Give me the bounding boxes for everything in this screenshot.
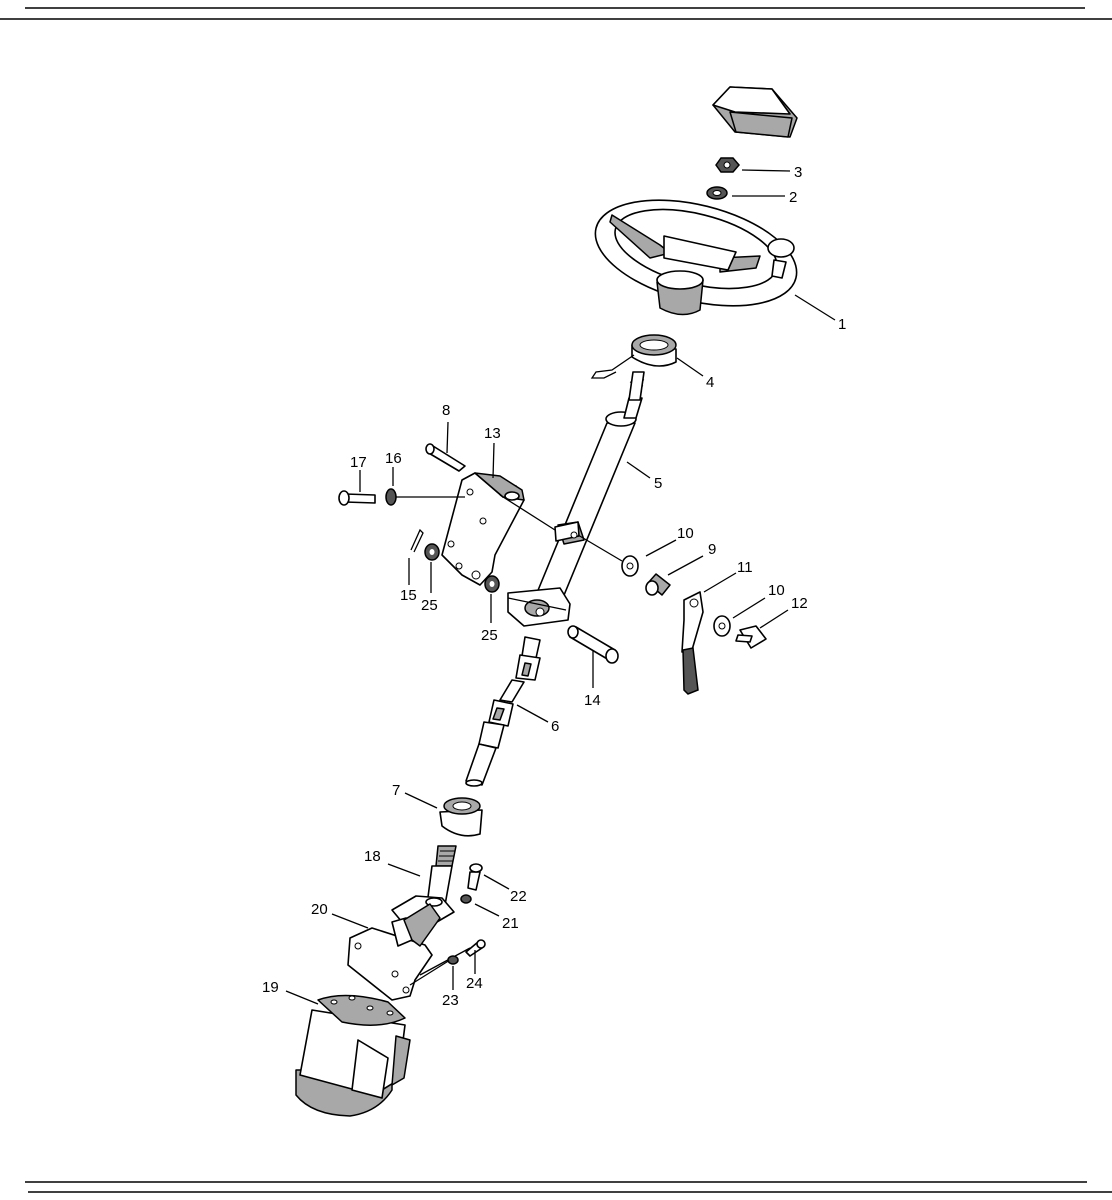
steering-column [507,371,645,627]
callout-13: 13 [484,425,501,442]
spacer [645,573,671,596]
washer-21 [460,894,472,904]
callout-25a: 25 [421,597,438,614]
frame-rules [0,7,1112,1193]
steering-wheel [594,199,798,316]
washer [706,186,728,200]
tilt-lever [681,591,704,695]
callout-18: 18 [364,848,381,865]
column-bracket [441,472,556,586]
callout-25b: 25 [481,627,498,644]
washer-10b [713,615,731,637]
callout-9: 9 [708,541,716,558]
callout-10a: 10 [677,525,694,542]
callout-8: 8 [442,402,450,419]
nut [715,157,740,173]
steering-unit [295,994,411,1117]
callout-17: 17 [350,454,367,471]
callout-11: 11 [737,559,753,576]
washer-16 [385,488,465,506]
callout-3: 3 [794,164,802,181]
callout-2: 2 [789,189,797,206]
screw-22 [467,863,483,891]
callout-21: 21 [502,915,519,932]
callout-22: 22 [510,888,527,905]
universal-joint-shaft [465,636,541,787]
lower-boot [439,797,483,837]
column-boot [590,334,677,379]
part-callouts: 1 2 3 4 5 6 7 8 9 10 10 11 12 13 14 15 1… [262,164,846,1009]
bolt-8 [425,443,466,472]
screw-24 [465,939,486,957]
callout-23: 23 [442,992,459,1009]
callout-5: 5 [654,475,662,492]
callout-24: 24 [466,975,483,992]
bolt-12 [735,625,767,649]
callout-20: 20 [311,901,328,918]
leader-lines [285,169,836,1005]
callout-12: 12 [791,595,808,612]
callout-7: 7 [392,782,400,799]
callout-4: 4 [706,374,714,391]
bolt-17 [338,490,376,506]
washer-10a [577,534,639,577]
callout-6: 6 [551,718,559,735]
steering-wheel-cap [712,86,798,138]
callout-10b: 10 [768,582,785,599]
callout-14: 14 [584,692,601,709]
split-pin [410,528,424,553]
pivot-pin [567,625,619,664]
callout-16: 16 [385,450,402,467]
callout-15: 15 [400,587,417,604]
washer-25b [484,575,500,593]
callout-1: 1 [838,316,846,333]
washer-25a [424,543,440,561]
mount-plate [347,903,471,1001]
washer-23 [447,955,459,965]
callout-19: 19 [262,979,279,996]
